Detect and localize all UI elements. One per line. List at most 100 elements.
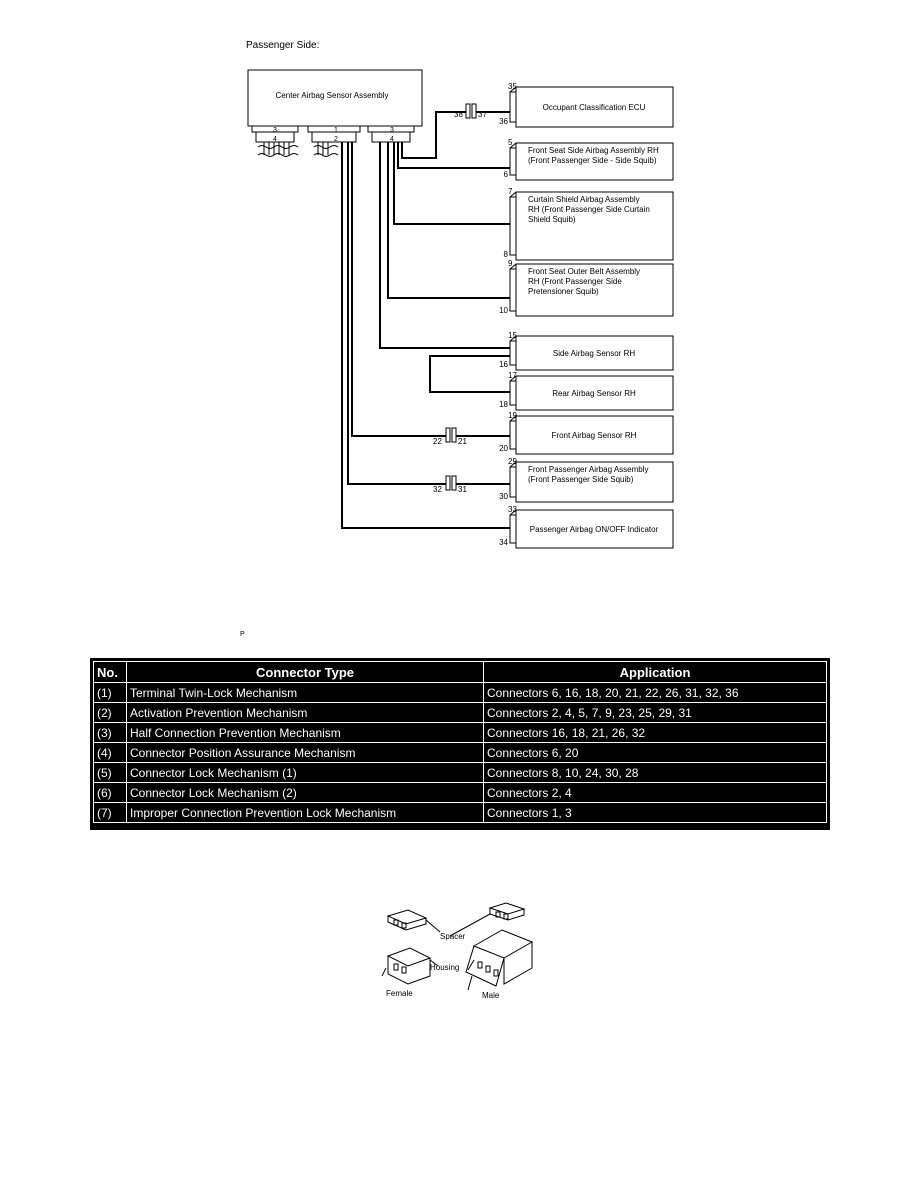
pin-number-top: 33 <box>508 505 517 514</box>
pin-number-bottom: 8 <box>504 250 509 259</box>
male-housing-drawing <box>465 929 534 991</box>
stray-mark: P <box>240 631 245 638</box>
component-front-seat-side-airbag: 5 6 Front Seat Side Airbag Assembly RH(Fro… <box>504 138 674 181</box>
pin-number-top: 29 <box>508 457 517 466</box>
component-label: Occupant Classification ECU <box>543 103 646 112</box>
pin-number-top: 17 <box>508 371 517 380</box>
component-connector <box>509 380 517 406</box>
component-connector <box>509 466 517 498</box>
cell-application: Connectors 16, 18, 21, 26, 32 <box>483 722 827 743</box>
connector-table-grid: No. Connector Type Application (1) Termi… <box>93 661 827 823</box>
junction-22-21: 22 21 <box>433 427 467 446</box>
component-label: Rear Airbag Sensor RH <box>552 389 636 398</box>
component-connector <box>509 420 517 450</box>
component-connector <box>509 91 517 123</box>
pin-number-top: 9 <box>508 259 513 268</box>
table-row: (4) Connector Position Assurance Mechani… <box>93 742 827 763</box>
junction-left-label: 38 <box>454 110 463 119</box>
cell-no: (4) <box>93 742 127 763</box>
label-spacer: Spacer <box>440 932 466 941</box>
pin-number-bottom: 10 <box>499 306 508 315</box>
column-header-application: Application <box>483 661 827 683</box>
component-label: Side Airbag Sensor RH <box>553 349 635 358</box>
component-label: Shield Squib) <box>528 215 576 224</box>
spacer-male-drawing <box>488 902 526 921</box>
pin-number-bottom: 16 <box>499 360 508 369</box>
pin-number-top: 19 <box>508 411 517 420</box>
component-label: Front Airbag Sensor RH <box>552 431 637 440</box>
pin-number-bottom: 36 <box>499 117 508 126</box>
table-row: (2) Activation Prevention Mechanism Conn… <box>93 702 827 723</box>
table-header-row: No. Connector Type Application <box>93 661 827 683</box>
pin-number-bottom: 18 <box>499 400 508 409</box>
component-connector <box>509 514 517 544</box>
cell-connector-type: Connector Lock Mechanism (2) <box>126 782 484 803</box>
ecu-pin-right-top: 3 <box>390 127 394 134</box>
junction-left-label: 22 <box>433 437 442 446</box>
ecu-label: Center Airbag Sensor Assembly <box>276 91 389 100</box>
table-row: (3) Half Connection Prevention Mechanism… <box>93 722 827 743</box>
cell-connector-type: Improper Connection Prevention Lock Mech… <box>126 802 484 823</box>
connector-table: No. Connector Type Application (1) Termi… <box>90 658 830 830</box>
column-header-no: No. <box>93 661 127 683</box>
junction-38-37: 38 37 <box>454 103 487 119</box>
cell-application: Connectors 8, 10, 24, 30, 28 <box>483 762 827 783</box>
pin-number-bottom: 30 <box>499 492 508 501</box>
ecu-connector-right: 3 4 <box>367 125 415 143</box>
junction-right-label: 37 <box>478 110 487 119</box>
cell-no: (7) <box>93 802 127 823</box>
cell-no: (3) <box>93 722 127 743</box>
component-connector <box>509 268 517 312</box>
pin-number-bottom: 6 <box>504 170 509 179</box>
component-label: RH (Front Passenger Side Curtain <box>528 205 650 214</box>
junction-right-label: 21 <box>458 437 467 446</box>
table-row: (1) Terminal Twin-Lock Mechanism Connect… <box>93 682 827 703</box>
cell-connector-type: Connector Lock Mechanism (1) <box>126 762 484 783</box>
component-label: Front Seat Outer Belt Assembly <box>528 267 640 276</box>
pin-number-bottom: 34 <box>499 538 508 547</box>
junction-right-label: 31 <box>458 485 467 494</box>
wiring-diagram: Center Airbag Sensor Assembly 3 4 1 2 3 … <box>247 69 674 549</box>
ecu-pin-left-bottom: 4 <box>273 136 277 143</box>
component-label: Pretensioner Squib) <box>528 287 599 296</box>
ecu-pin-mid-top: 1 <box>334 127 338 134</box>
component-connector <box>509 147 517 176</box>
component-rear-airbag-sensor: 17 18 Rear Airbag Sensor RH <box>499 371 674 411</box>
cell-connector-type: Connector Position Assurance Mechanism <box>126 742 484 763</box>
cell-application: Connectors 1, 3 <box>483 802 827 823</box>
cell-application: Connectors 6, 20 <box>483 742 827 763</box>
component-label: Front Passenger Airbag Assembly <box>528 465 649 474</box>
table-row: (7) Improper Connection Prevention Lock … <box>93 802 827 823</box>
component-front-airbag-sensor: 19 20 Front Airbag Sensor RH <box>499 411 674 455</box>
spacer-female-drawing <box>386 909 428 931</box>
component-label: Curtain Shield Airbag Assembly <box>528 195 640 204</box>
cell-no: (1) <box>93 682 127 703</box>
label-male: Male <box>482 991 500 1000</box>
cell-no: (6) <box>93 782 127 803</box>
connector-illustration: Spacer Housing Female Male <box>381 902 534 1000</box>
component-connector <box>509 196 517 256</box>
wires <box>341 111 510 529</box>
pin-number-bottom: 20 <box>499 444 508 453</box>
junction-32-31: 32 31 <box>433 475 467 494</box>
section-heading: Passenger Side: <box>246 40 320 51</box>
ecu-connector-middle: 1 2 <box>307 125 361 157</box>
component-label: Front Seat Side Airbag Assembly RH <box>528 146 659 155</box>
label-female: Female <box>386 989 413 998</box>
cell-connector-type: Terminal Twin-Lock Mechanism <box>126 682 484 703</box>
pin-number-top: 7 <box>508 187 513 196</box>
cell-connector-type: Activation Prevention Mechanism <box>126 702 484 723</box>
cell-application: Connectors 2, 4 <box>483 782 827 803</box>
cell-no: (5) <box>93 762 127 783</box>
component-label: (Front Passenger Side - Side Squib) <box>528 156 657 165</box>
junction-left-label: 32 <box>433 485 442 494</box>
pin-number-top: 5 <box>508 138 513 147</box>
cell-connector-type: Half Connection Prevention Mechanism <box>126 722 484 743</box>
ecu-pin-right-bottom: 4 <box>390 136 394 143</box>
female-housing-drawing <box>381 947 432 985</box>
cell-no: (2) <box>93 702 127 723</box>
